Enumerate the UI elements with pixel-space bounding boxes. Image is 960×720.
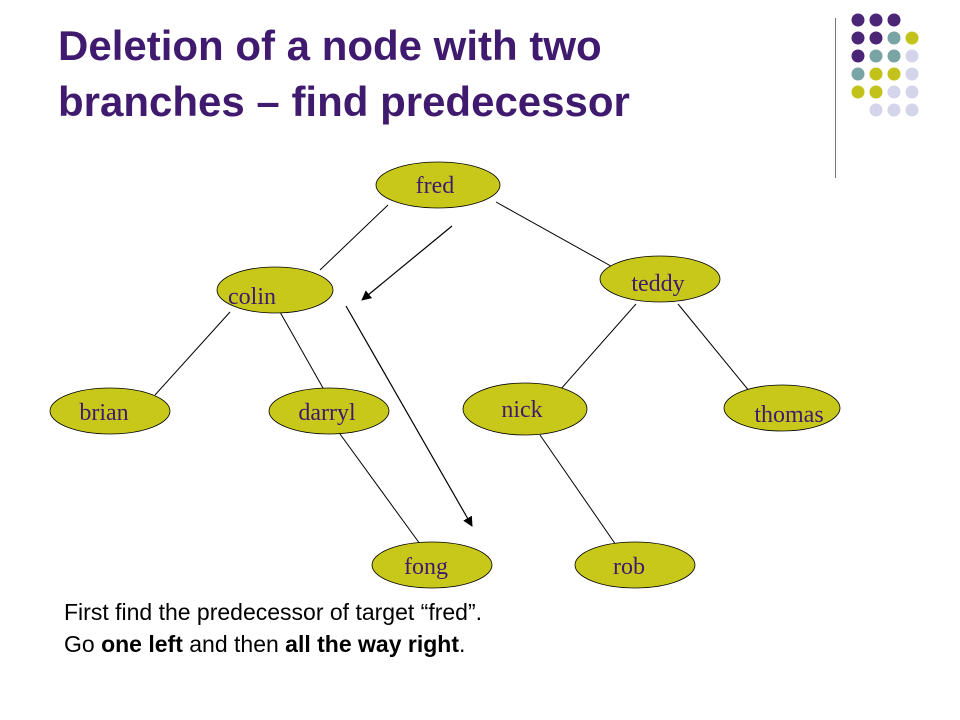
decorative-dot (851, 31, 865, 45)
decorative-dot (887, 85, 901, 99)
decorative-dot (851, 49, 865, 63)
decorative-dot (887, 31, 901, 45)
tree-node-rob: rob (574, 541, 696, 589)
tree-edge-colin-darryl (279, 311, 324, 389)
decorative-dot (869, 13, 883, 27)
tree-edge-colin-brian (154, 311, 231, 396)
decorative-dot (887, 67, 901, 81)
node-label-fred: fred (416, 173, 455, 199)
node-label-brian: brian (79, 400, 128, 426)
node-shape (574, 541, 696, 589)
caption-line-2-prefix: Go (64, 631, 102, 657)
tree-edge-teddy-nick (559, 303, 637, 391)
node-label-rob: rob (613, 554, 645, 580)
tree-edge-darryl-fong (339, 433, 421, 545)
node-label-thomas: thomas (754, 402, 823, 428)
node-label-nick: nick (501, 397, 542, 423)
decorative-dot (887, 103, 901, 117)
decorative-dot (869, 31, 883, 45)
node-shape (462, 382, 588, 436)
node-shape (375, 161, 501, 209)
caption-emphasis-one-left: one left (101, 631, 183, 657)
decorative-dot (905, 67, 919, 81)
tree-node-colin: colin (216, 266, 334, 314)
caption-line-2-middle: and then (182, 631, 286, 657)
tree-node-teddy: teddy (599, 255, 721, 303)
tree-node-fred: fred (375, 161, 501, 209)
caption: First find the predecessor of target “fr… (64, 596, 482, 660)
decorative-dot (869, 103, 883, 117)
node-shape (599, 255, 721, 303)
node-label-teddy: teddy (631, 271, 684, 297)
decorative-dot (905, 31, 919, 45)
decorative-dot (905, 85, 919, 99)
slide-title: Deletion of a node with two branches – f… (58, 18, 798, 130)
node-shape (371, 541, 493, 589)
decorative-dot (887, 49, 901, 63)
decorative-dot (869, 49, 883, 63)
slide-title-line-1: Deletion of a node with two (58, 22, 602, 69)
tree-node-thomas: thomas (723, 384, 841, 432)
node-shape (216, 266, 334, 314)
traversal-arrow-all-the-way-right (345, 305, 473, 527)
caption-line-1: First find the predecessor of target “fr… (64, 599, 483, 625)
decorative-divider (835, 18, 836, 178)
tree-node-darryl: darryl (268, 387, 390, 435)
node-label-darryl: darryl (298, 400, 356, 426)
node-label-fong: fong (404, 554, 448, 580)
tree-edge-teddy-thomas (677, 303, 751, 393)
decorative-dot (869, 67, 883, 81)
decorative-dot (905, 103, 919, 117)
decorative-dot (869, 85, 883, 99)
decorative-dot (851, 13, 865, 27)
tree-node-nick: nick (462, 382, 588, 436)
slide-title-line-2: branches – find predecessor (58, 78, 630, 125)
node-shape (49, 387, 171, 435)
tree-edge-nick-rob (539, 434, 617, 546)
traversal-arrow-one-left (361, 225, 453, 301)
decorative-dot (905, 49, 919, 63)
node-shape (268, 387, 390, 435)
caption-line-2: Go one left and then all the way right. (64, 628, 482, 660)
tree-edge-fred-teddy (495, 201, 619, 271)
decorative-dot (851, 85, 865, 99)
node-shape (723, 384, 841, 432)
tree-edge-fred-colin (319, 204, 389, 271)
node-label-colin: colin (228, 284, 276, 310)
caption-line-2-suffix: . (459, 631, 466, 657)
tree-node-fong: fong (371, 541, 493, 589)
decorative-dot (887, 13, 901, 27)
tree-node-brian: brian (49, 387, 171, 435)
caption-emphasis-all-the-way-right: all the way right (285, 631, 459, 657)
decorative-dot (851, 67, 865, 81)
